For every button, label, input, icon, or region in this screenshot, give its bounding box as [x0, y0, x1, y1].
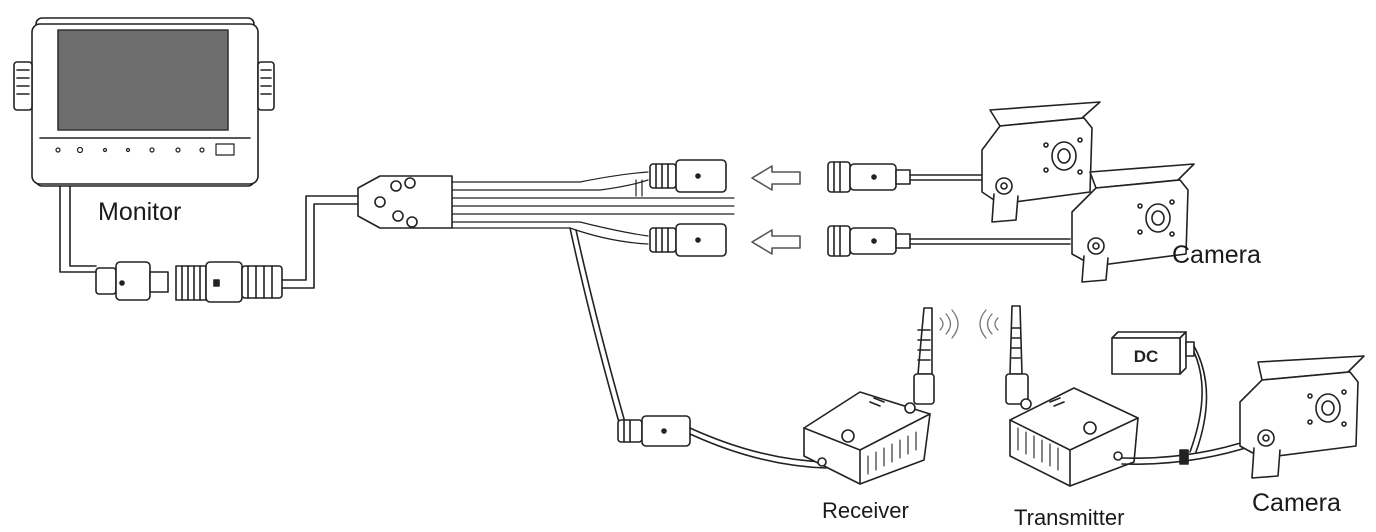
- dc-power-box: [1111, 331, 1195, 375]
- receiver-antenna: [913, 307, 935, 405]
- receiver-label: Receiver: [822, 498, 909, 523]
- monitor-label: Monitor: [98, 198, 182, 226]
- camera-wired-2: [1071, 163, 1195, 283]
- camera-wireless-label: Camera: [1252, 489, 1341, 517]
- camera-wired-label: Camera: [1172, 241, 1261, 269]
- transmitter-label: Transmitter: [1014, 505, 1125, 530]
- splitter-box: [357, 175, 453, 229]
- connector-cam2-female: [649, 223, 727, 257]
- camera-wired-1: [981, 101, 1101, 223]
- monitor: [13, 17, 275, 187]
- monitor-screen: [57, 29, 229, 131]
- camera-wireless: [1239, 355, 1365, 479]
- receiver-unit: [803, 391, 931, 485]
- connector-receiver: [617, 415, 691, 447]
- transmitter-unit: [1009, 387, 1139, 487]
- transmitter-antenna: [1005, 305, 1029, 405]
- arrow-icon: [751, 165, 801, 255]
- monitor-buttons: [55, 143, 235, 156]
- connector-cam2-male: [827, 225, 911, 257]
- cable-bundle: [451, 171, 735, 245]
- signal-waves-icon: [939, 309, 999, 339]
- connector-cam1-male: [827, 161, 911, 193]
- dc-label: DC: [1134, 347, 1159, 366]
- connector-cam1-female: [649, 159, 727, 193]
- monitor-connector: [95, 261, 283, 303]
